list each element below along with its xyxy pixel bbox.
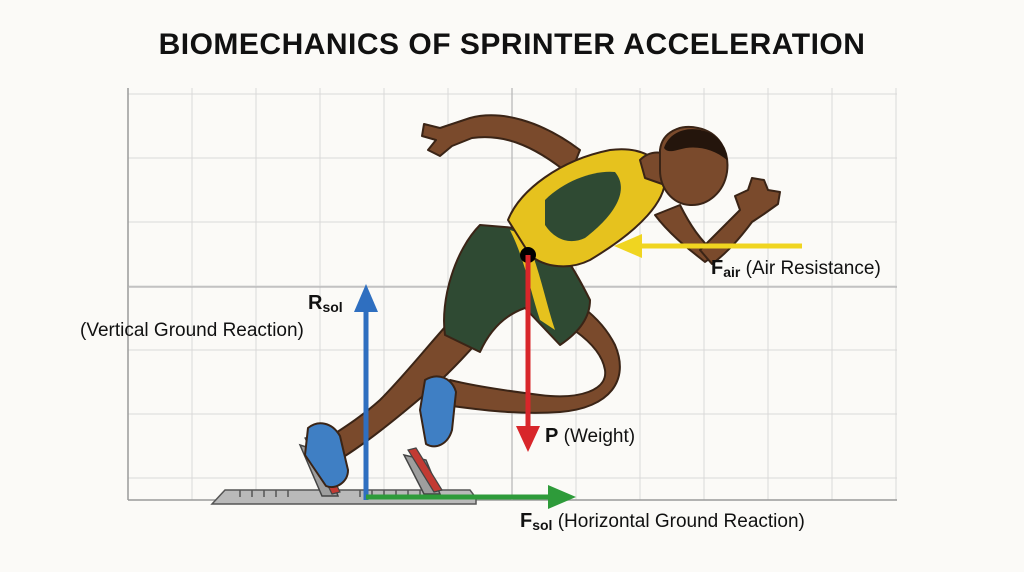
weight-arrow [516, 255, 540, 452]
sprinter-front-shoe [419, 375, 457, 448]
horizontal-reaction-arrow [366, 485, 576, 509]
vertical-reaction-arrow [354, 284, 378, 500]
vertical-reaction-label: (Vertical Ground Reaction) [80, 320, 304, 341]
sprinter-rear-shoe [304, 422, 349, 488]
weight-label: P (Weight) [545, 425, 636, 447]
sprinter-hair [664, 129, 728, 160]
page-title: BIOMECHANICS OF SPRINTER ACCELERATION [158, 28, 866, 61]
jersey-panel [545, 171, 621, 242]
sprinter-front-forearm [699, 177, 781, 265]
air-resistance-arrow [614, 234, 802, 258]
sprinter-back-arm [421, 114, 581, 176]
air-resistance-label: Fair (Air Resistance) [711, 257, 881, 280]
sprinter-figure [304, 114, 781, 488]
horizontal-reaction-label: Fsol (Horizontal Ground Reaction) [520, 510, 805, 533]
vertical-reaction-symbol: Rsol [308, 292, 343, 315]
